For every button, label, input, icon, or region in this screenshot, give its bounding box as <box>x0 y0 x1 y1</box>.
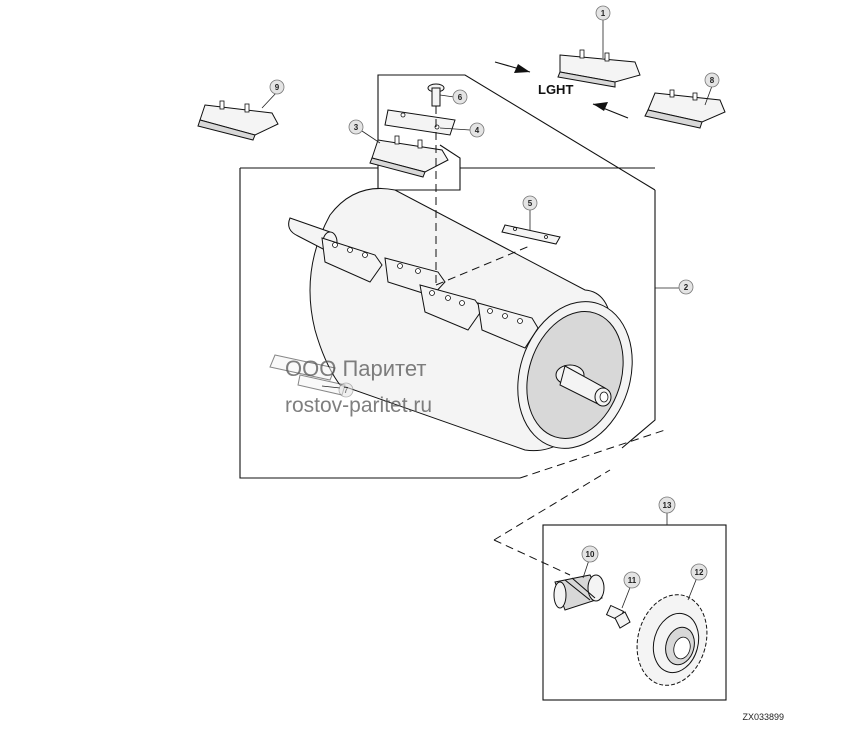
svg-text:13: 13 <box>663 501 672 510</box>
callout-8: 8 <box>704 72 720 88</box>
figure-reference: ZX033899 <box>742 712 784 722</box>
svg-text:5: 5 <box>528 199 533 208</box>
callout-12: 12 <box>690 563 708 581</box>
callout-6: 6 <box>452 89 468 105</box>
callout-9: 9 <box>269 79 285 95</box>
callout-4: 4 <box>469 122 485 138</box>
part-5-plate <box>501 224 561 245</box>
callout-3: 3 <box>348 119 364 135</box>
callout-7: 7 <box>338 382 354 398</box>
part-4-plate <box>384 109 456 136</box>
svg-text:9: 9 <box>275 83 280 92</box>
callout-2: 2 <box>678 279 694 295</box>
callout-5: 5 <box>522 195 538 211</box>
svg-text:6: 6 <box>458 93 463 102</box>
callout-13: 13 <box>658 496 676 514</box>
guide-lines <box>435 106 666 576</box>
part-10-bearing <box>553 574 605 611</box>
svg-text:4: 4 <box>475 126 480 135</box>
part-8-bar <box>644 89 726 129</box>
part-3-bar <box>369 135 449 178</box>
svg-text:3: 3 <box>354 123 359 132</box>
drum-frame <box>239 167 656 479</box>
callout-10: 10 <box>581 545 599 563</box>
svg-text:2: 2 <box>684 283 689 292</box>
leader-lines <box>261 20 713 609</box>
callout-11: 11 <box>623 571 641 589</box>
part-12-sprocket <box>636 594 708 686</box>
callout-1: 1 <box>595 5 611 21</box>
lght-arrows <box>494 61 629 119</box>
part-11-bushing <box>605 604 631 629</box>
part-9-bar <box>197 100 279 141</box>
watermark-company: ООО Паритет <box>285 356 426 381</box>
lower-detail-frame <box>542 524 727 701</box>
svg-text:11: 11 <box>628 576 637 585</box>
watermark-url: rostov-paritet.ru <box>285 394 432 417</box>
part-1-bar <box>557 49 641 88</box>
lght-label: LGHT <box>538 82 573 97</box>
svg-text:10: 10 <box>586 550 595 559</box>
svg-text:7: 7 <box>344 386 349 395</box>
svg-text:8: 8 <box>710 76 715 85</box>
svg-text:1: 1 <box>601 9 606 18</box>
drum-paddles <box>321 237 539 349</box>
svg-text:12: 12 <box>695 568 704 577</box>
upper-detail-frame <box>377 74 656 191</box>
